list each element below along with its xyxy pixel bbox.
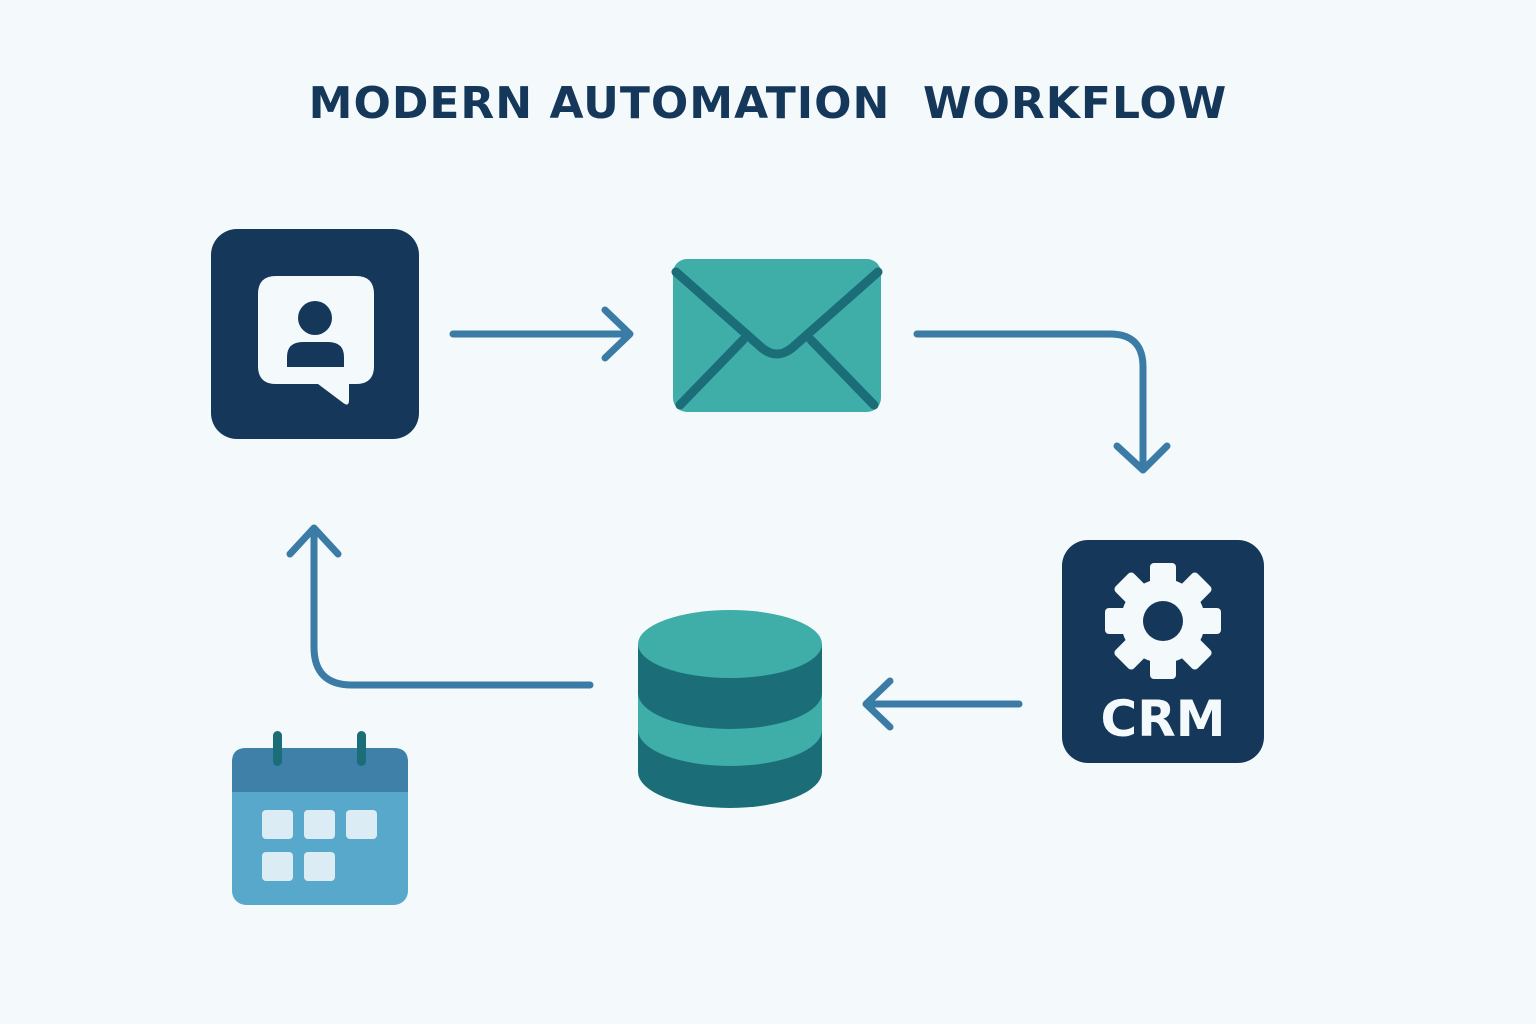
user-chat-icon: [258, 276, 374, 405]
node-crm: CRM: [1062, 540, 1264, 763]
arrow-crm-to-database: [862, 677, 1023, 731]
arrow-contact-to-email: [449, 306, 634, 362]
database-icon: [638, 610, 822, 808]
diagram-title: MODERN AUTOMATION WORKFLOW: [308, 78, 1228, 129]
crm-label: CRM: [1101, 690, 1226, 748]
arrow-email-to-crm: [913, 330, 1171, 474]
arrow-database-to-contact: [286, 524, 594, 689]
calendar-icon: [232, 731, 408, 905]
node-contact: [211, 229, 419, 439]
gear-icon: [1105, 563, 1221, 679]
envelope-icon: [671, 259, 883, 412]
node-database: [638, 610, 822, 808]
node-calendar: [232, 731, 408, 905]
node-email: [671, 259, 883, 412]
